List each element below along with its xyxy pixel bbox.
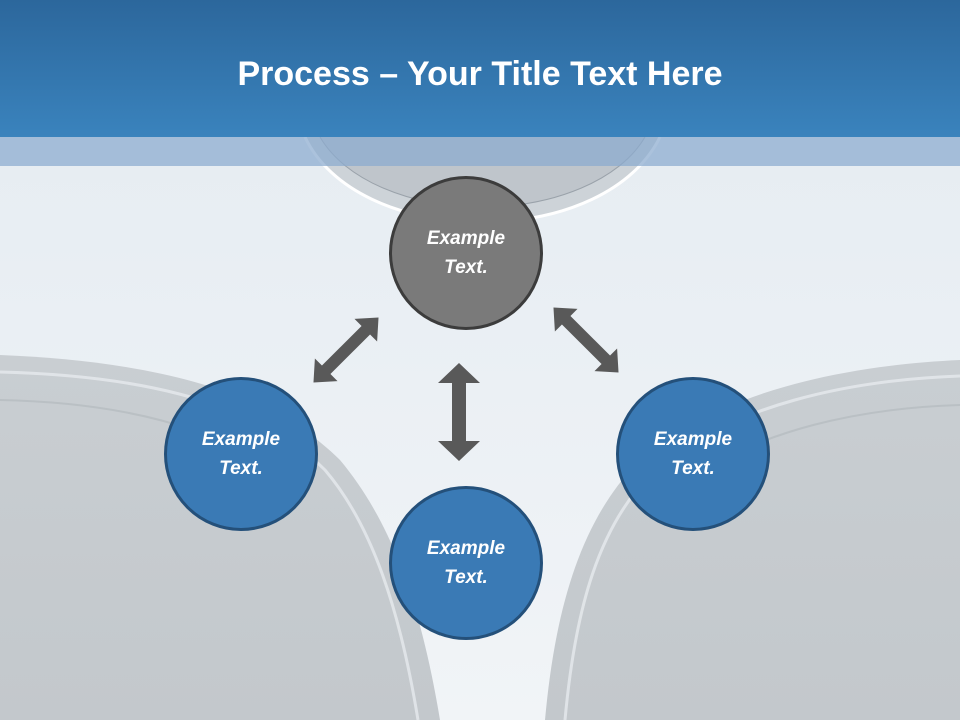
double-arrow-vertical bbox=[438, 363, 480, 461]
node-bottom: Example Text. bbox=[389, 486, 543, 640]
node-right: Example Text. bbox=[616, 377, 770, 531]
title-keyword: Process bbox=[237, 55, 370, 93]
title-underband bbox=[0, 137, 960, 166]
node-left-label: Example Text. bbox=[201, 429, 281, 479]
node-right-label: Example Text. bbox=[653, 429, 733, 479]
double-arrow-right bbox=[553, 307, 619, 373]
title-bar: Process – Your Title Text Here bbox=[0, 0, 960, 137]
double-arrow-left bbox=[313, 317, 379, 383]
node-top: Example Text. bbox=[389, 176, 543, 330]
title-text: – Your Title Text Here bbox=[369, 55, 723, 93]
node-left: Example Text. bbox=[164, 377, 318, 531]
node-top-label: Example Text. bbox=[426, 228, 506, 278]
node-bottom-label: Example Text. bbox=[426, 538, 506, 588]
slide-title: Process – Your Title Text Here bbox=[0, 52, 960, 96]
